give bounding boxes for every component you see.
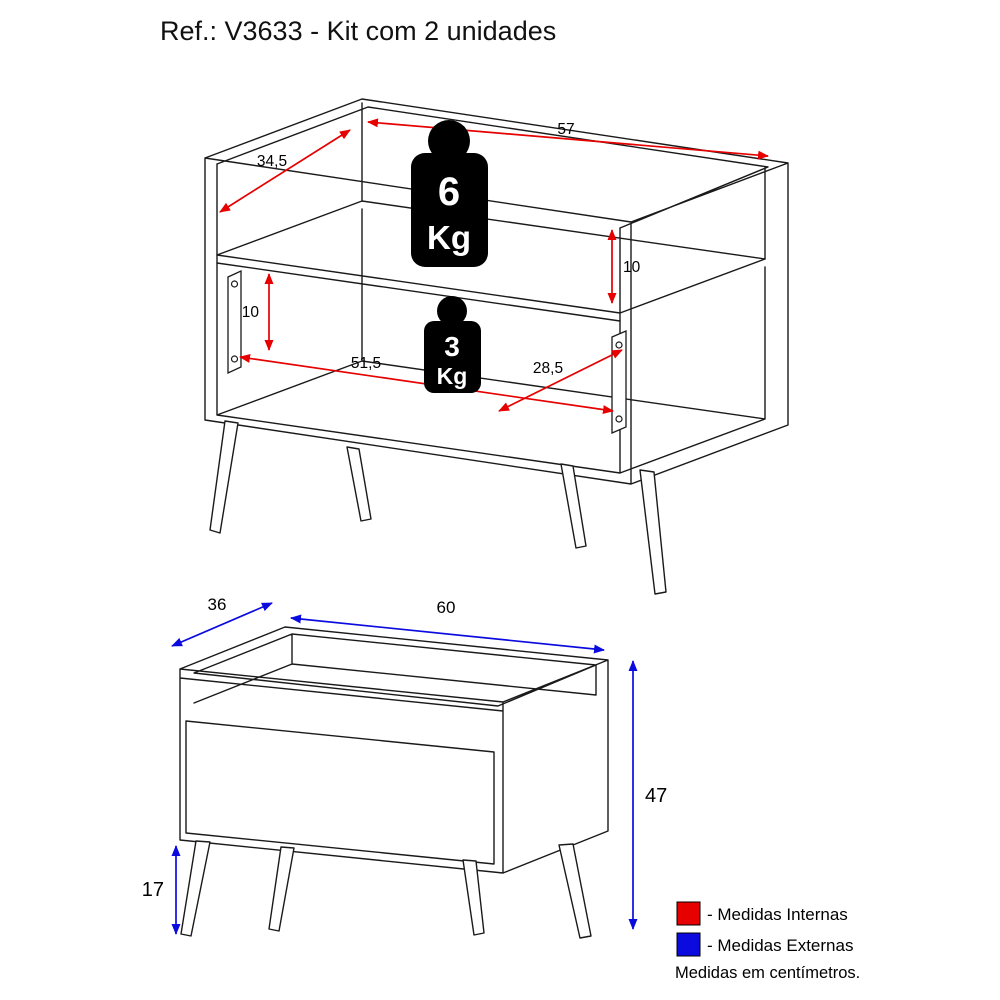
- legend-external-label: - Medidas Externas: [707, 936, 853, 955]
- leg: [558, 843, 592, 939]
- weight-badge-body: [424, 321, 481, 393]
- screw-hole: [230, 355, 239, 363]
- top-view-shelf: [216, 200, 766, 322]
- dim-lower-compartment-height: 10: [242, 273, 274, 351]
- dimension-label: 10: [242, 304, 260, 321]
- dimension-label: 47: [645, 785, 667, 807]
- dimension-label: 60: [437, 598, 456, 617]
- internal-measures-view: 34,5 57 10 10 51,5 28,5 6 Kg: [204, 98, 789, 595]
- weight-badge-lower: 3 Kg: [424, 296, 481, 393]
- dimension-arrow: [290, 614, 605, 654]
- drawer-front-panel: [185, 720, 495, 865]
- dimension-label: 57: [557, 121, 574, 138]
- weight-badge-upper: 6 Kg: [411, 120, 488, 267]
- dimension-label: 17: [142, 879, 164, 901]
- weight-value: 6: [438, 170, 460, 214]
- bottom-view-cabinet-outline: [179, 626, 609, 874]
- dim-outer-width: 60: [290, 598, 605, 654]
- internal-color-swatch: [676, 901, 701, 926]
- dim-outer-depth: 36: [171, 595, 273, 647]
- dim-outer-height: 47: [628, 660, 667, 930]
- dim-inner-lower-depth: 28,5: [498, 349, 623, 412]
- dimension-arrow: [171, 602, 273, 647]
- dimension-label: 51,5: [351, 355, 381, 372]
- weight-badge-body: [411, 153, 488, 267]
- screw-hole: [230, 280, 239, 288]
- legend-units-note: Medidas em centímetros.: [675, 964, 860, 982]
- leg: [560, 463, 587, 549]
- weight-unit: Kg: [437, 363, 468, 389]
- weight-value: 3: [444, 331, 460, 362]
- screw-hole: [615, 415, 623, 423]
- dimension-label: 36: [208, 595, 227, 614]
- dimension-arrow: [219, 129, 351, 213]
- leg: [346, 446, 372, 522]
- weight-badge-ring: [437, 296, 467, 326]
- dimension-arrow: [498, 349, 623, 412]
- dim-leg-height: 17: [142, 845, 181, 935]
- leg: [462, 859, 485, 936]
- page-title: Ref.: V3633 - Kit com 2 unidades: [160, 16, 556, 46]
- leg: [639, 469, 667, 595]
- external-color-swatch: [676, 932, 701, 957]
- top-view-cabinet-outline: [204, 98, 789, 485]
- dim-inner-top-width: 57: [367, 118, 769, 160]
- leg: [209, 420, 239, 534]
- legend-internal-label: - Medidas Internas: [707, 905, 848, 924]
- weight-badge-ring: [428, 120, 470, 162]
- leg: [180, 840, 211, 937]
- leg: [268, 846, 295, 932]
- legend: - Medidas Internas - Medidas Externas Me…: [675, 901, 860, 982]
- dimension-label: 34,5: [257, 153, 287, 170]
- weight-unit: Kg: [427, 219, 471, 256]
- screw-hole: [615, 341, 623, 349]
- dim-inner-top-depth: 34,5: [219, 129, 351, 213]
- dimension-label: 10: [623, 259, 641, 276]
- dimension-label: 28,5: [533, 360, 563, 377]
- dim-upper-compartment-height: 10: [607, 229, 641, 304]
- external-measures-view: 36 60 47 17: [142, 595, 667, 939]
